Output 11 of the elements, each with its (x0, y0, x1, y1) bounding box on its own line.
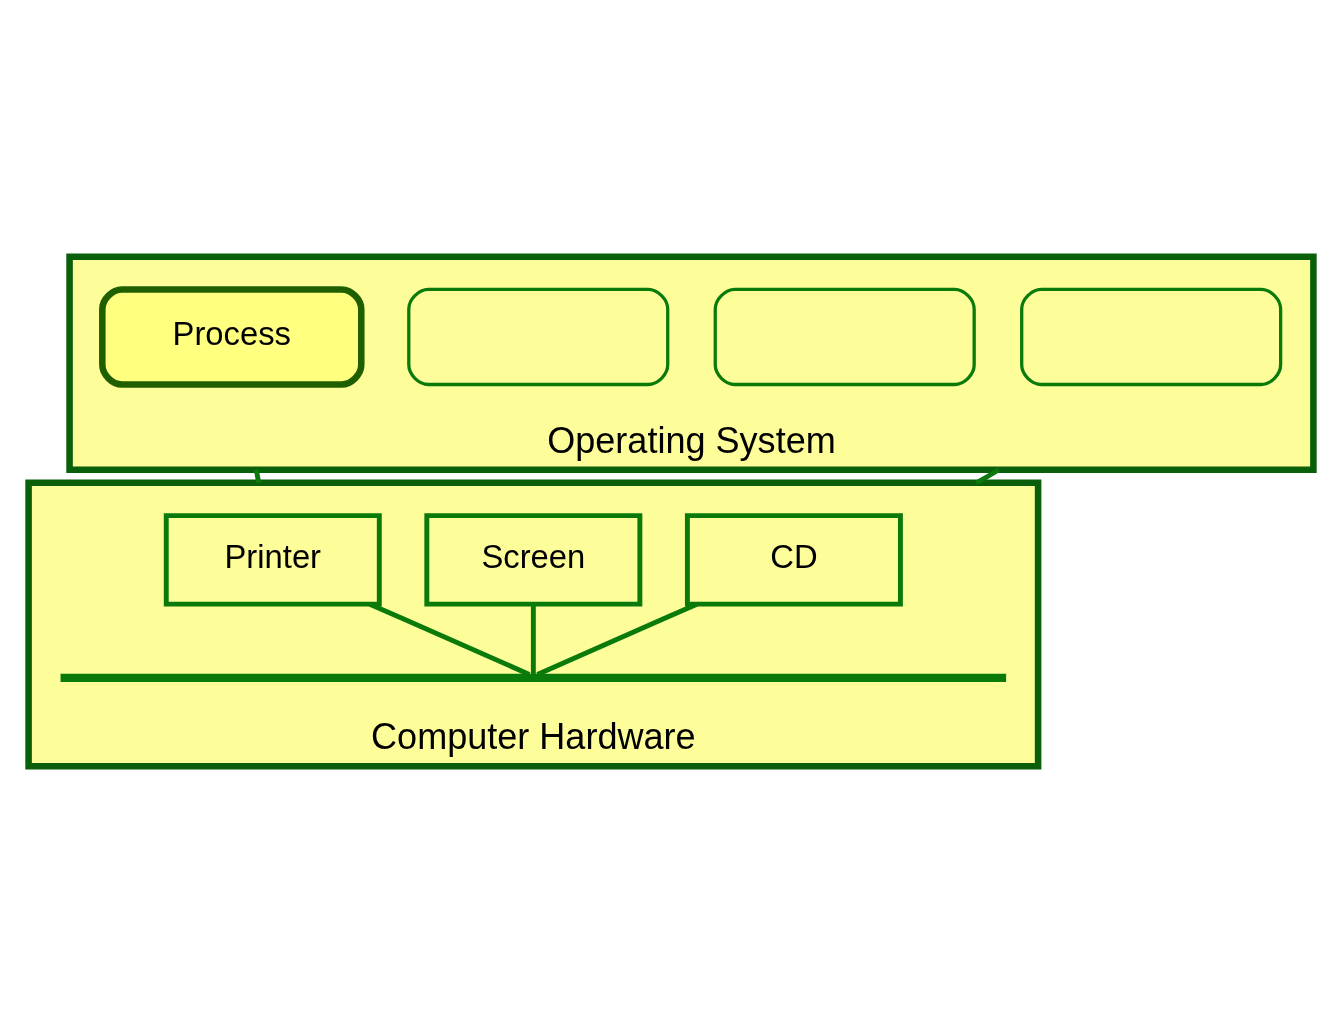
connector (253, 468, 262, 483)
node-box (1020, 287, 1283, 386)
node-box (407, 287, 670, 386)
node-box (713, 287, 976, 386)
node-bar (60, 673, 1007, 682)
connector (530, 603, 536, 674)
node-box: Process (99, 285, 365, 388)
node-box: CD (684, 512, 903, 607)
node-box: Screen (424, 512, 643, 607)
node-box: Printer (163, 512, 382, 607)
connector (975, 467, 1001, 485)
